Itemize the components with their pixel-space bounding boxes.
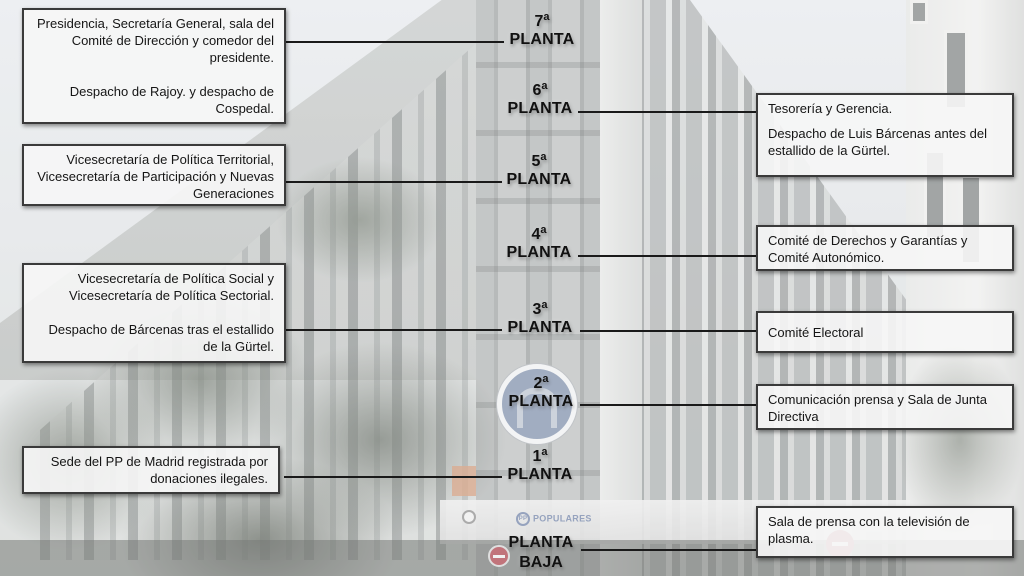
connector-line-baja: [581, 549, 756, 551]
description-box-floor-1: Sede del PP de Madrid registrada por don…: [22, 446, 280, 494]
floor-label-7: 7a PLANTA: [506, 12, 578, 48]
floor-label-6: 6a PLANTA: [504, 81, 576, 117]
connector-line-7: [286, 41, 504, 43]
description-box-floor-5: Vicesecretaría de Política Territorial, …: [22, 144, 286, 206]
floor-word: PLANTA: [508, 393, 574, 410]
description-text: Tesorería y Gerencia.: [768, 101, 893, 116]
floor-label-1: 1a PLANTA: [504, 447, 576, 483]
connector-line-5: [286, 181, 502, 183]
floor-word: PLANTA: [506, 171, 572, 188]
no-entry-sign-icon: [488, 545, 510, 567]
floor-word-2: BAJA: [519, 554, 563, 571]
floor-number: 1a: [532, 446, 548, 465]
street-sign: [452, 466, 476, 496]
description-text: Comité Electoral: [768, 325, 864, 340]
description-box-floor-3: Vicesecretaría de Política Social y Vice…: [22, 263, 286, 363]
description-text: Despacho de Luis Bárcenas antes del esta…: [768, 126, 987, 158]
description-text: Comité de Derechos y Garantías y Comité …: [768, 233, 968, 265]
tower-pillar: [600, 0, 642, 576]
floor-label-baja: PLANTA BAJA: [505, 535, 577, 571]
description-box-floor-3-right: Comité Electoral: [756, 311, 1014, 353]
floor-label-5: 5a PLANTA: [503, 152, 575, 188]
window: [910, 0, 928, 24]
floor-word: PLANTA: [507, 319, 573, 336]
floor-number: 3a: [532, 299, 548, 318]
street-lamp: [462, 510, 476, 524]
floor-word: PLANTA: [507, 466, 573, 483]
description-box-floor-2: Comunicación prensa y Sala de Junta Dire…: [756, 384, 1014, 430]
floor-word: PLANTA: [507, 100, 573, 117]
description-text: Vicesecretaría de Política Territorial, …: [37, 152, 274, 201]
floor-word: PLANTA: [509, 31, 575, 48]
floor-number: 7a: [534, 11, 550, 30]
description-text: Vicesecretaría de Política Social y Vice…: [69, 271, 274, 303]
description-text: Sede del PP de Madrid registrada por don…: [50, 454, 268, 486]
floor-number: 2a: [533, 373, 549, 392]
pp-mini-logo-icon: PP: [516, 512, 530, 526]
description-text: Sala de prensa con la televisión de plas…: [768, 514, 970, 546]
description-text: Despacho de Rajoy. y despacho de Cospeda…: [69, 84, 274, 116]
connector-line-3-right: [580, 330, 756, 332]
description-text: Comunicación prensa y Sala de Junta Dire…: [768, 392, 987, 424]
description-box-floor-4: Comité de Derechos y Garantías y Comité …: [756, 225, 1014, 271]
pp-logo-glyph-icon: [517, 388, 557, 428]
description-text: Presidencia, Secretaría General, sala de…: [36, 16, 274, 65]
connector-line-1: [284, 476, 502, 478]
connector-line-4: [578, 255, 756, 257]
floor-word: PLANTA: [508, 534, 574, 551]
floor-number: 4a: [531, 224, 547, 243]
floor-number: 6a: [532, 80, 548, 99]
floor-label-4: 4a PLANTA: [503, 225, 575, 261]
description-box-floor-baja: Sala de prensa con la televisión de plas…: [756, 506, 1014, 558]
populares-sign-text: POPULARES: [533, 513, 592, 524]
floor-label-3: 3a PLANTA: [504, 300, 576, 336]
connector-line-3-left: [286, 329, 502, 331]
floor-label-2: 2a PLANTA: [505, 374, 577, 410]
description-box-floor-7: Presidencia, Secretaría General, sala de…: [22, 8, 286, 124]
connector-line-6: [578, 111, 756, 113]
connector-line-2: [580, 404, 756, 406]
floor-word: PLANTA: [506, 244, 572, 261]
description-text: Despacho de Bárcenas tras el estallido d…: [48, 322, 274, 354]
floor-number: 5a: [531, 151, 547, 170]
description-box-floor-6: Tesorería y Gerencia. Despacho de Luis B…: [756, 93, 1014, 177]
pp-logo-icon: [497, 364, 577, 444]
